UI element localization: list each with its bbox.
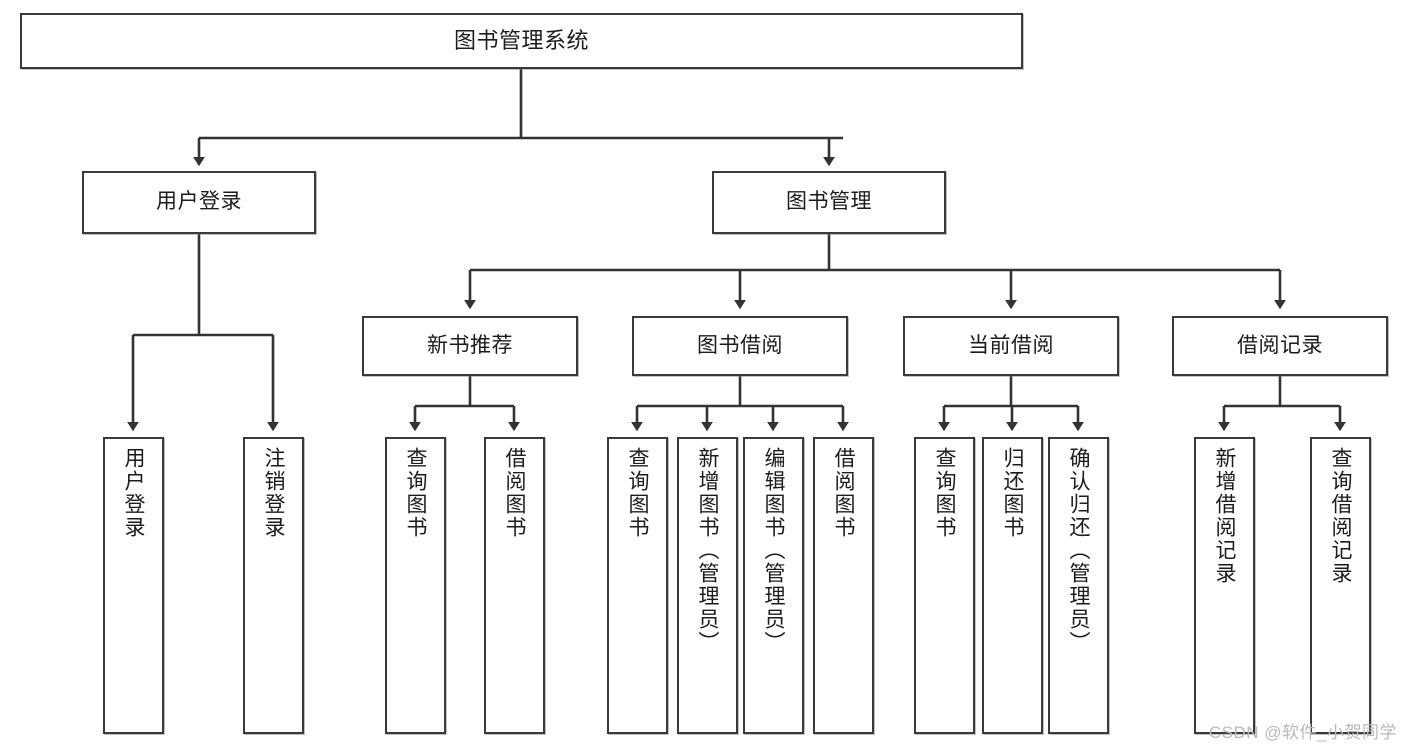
node-borrow-record-label: 借阅记录 [1237,333,1323,357]
leaf-confirm-return-admin-label: 确认归还（管理员） [1067,447,1090,654]
leaf-confirm-return-admin[interactable]: 确认归还（管理员） [1048,437,1109,734]
node-book-borrow[interactable]: 图书借阅 [632,316,848,376]
node-root[interactable]: 图书管理系统 [20,13,1023,69]
leaf-query-borrow-record[interactable]: 查询借阅记录 [1310,437,1371,734]
leaf-logout[interactable]: 注销登录 [243,437,304,734]
node-root-label: 图书管理系统 [453,28,589,54]
leaf-edit-book-admin[interactable]: 编辑图书（管理员） [743,437,804,734]
node-book-management[interactable]: 图书管理 [712,171,946,234]
node-borrow-record[interactable]: 借阅记录 [1172,316,1388,376]
leaf-edit-book-admin-label: 编辑图书（管理员） [762,447,785,654]
leaf-logout-label: 注销登录 [262,447,285,539]
watermark-text: CSDN @软件_小贺同学 [1208,723,1397,742]
leaf-user-login-label: 用户登录 [122,447,145,539]
leaf-borrow-book[interactable]: 借阅图书 [813,437,874,734]
node-current-borrow-label: 当前借阅 [968,333,1054,357]
node-book-borrow-label: 图书借阅 [697,333,783,357]
leaf-borrow-book-newbook[interactable]: 借阅图书 [484,437,545,734]
leaf-borrow-book-newbook-label: 借阅图书 [503,447,526,539]
leaf-user-login[interactable]: 用户登录 [103,437,164,734]
leaf-query-book-current-label: 查询图书 [933,447,956,539]
leaf-borrow-book-label: 借阅图书 [832,447,855,539]
leaf-query-book-newbook-label: 查询图书 [404,447,427,539]
leaf-return-book[interactable]: 归还图书 [982,437,1043,734]
node-user-login[interactable]: 用户登录 [82,171,316,234]
node-user-login-label: 用户登录 [156,190,242,214]
node-book-management-label: 图书管理 [786,190,872,214]
leaf-query-book-borrow[interactable]: 查询图书 [607,437,668,734]
leaf-add-book-admin[interactable]: 新增图书（管理员） [677,437,738,734]
node-new-book-recommend-label: 新书推荐 [427,333,513,357]
leaf-query-borrow-record-label: 查询借阅记录 [1329,447,1352,585]
leaf-return-book-label: 归还图书 [1001,447,1024,539]
leaf-add-borrow-record[interactable]: 新增借阅记录 [1194,437,1255,734]
node-current-borrow[interactable]: 当前借阅 [903,316,1119,376]
leaf-query-book-borrow-label: 查询图书 [626,447,649,539]
leaf-query-book-newbook[interactable]: 查询图书 [385,437,446,734]
leaf-add-borrow-record-label: 新增借阅记录 [1213,447,1236,585]
leaf-query-book-current[interactable]: 查询图书 [914,437,975,734]
node-new-book-recommend[interactable]: 新书推荐 [362,316,578,376]
leaf-add-book-admin-label: 新增图书（管理员） [696,447,719,654]
